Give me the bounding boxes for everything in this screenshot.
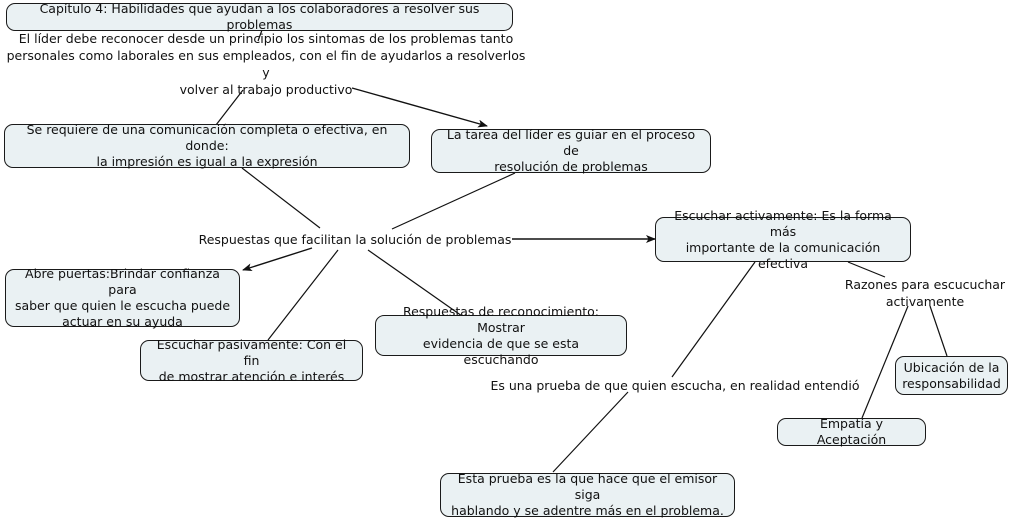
node-responsibility[interactable]: Ubicación de la responsabilidad (895, 356, 1008, 395)
node-reasons[interactable]: Razones para escucuchar activamente (840, 276, 1010, 310)
node-passive-listening[interactable]: Escuchar pasivamente: Con el fin de most… (140, 337, 363, 384)
node-facilitating-answers[interactable]: Respuestas que facilitan la solución de … (197, 229, 513, 249)
node-facilitating-answers-text: Respuestas que facilitan la solución de … (198, 231, 512, 247)
edge-proof-to-proof-effect (552, 391, 629, 473)
node-active-listening-text: Escuchar activamente: Es la forma más im… (674, 207, 892, 271)
edge-leader-task-to-facilitating-answers (391, 172, 516, 230)
node-passive-listening-text: Escuchar pasivamente: Con el fin de most… (156, 336, 347, 384)
node-proof-text: Es una prueba de que quien escucha, en r… (490, 377, 860, 393)
node-reasons-text: Razones para escucuchar activamente (844, 277, 1006, 309)
edge-reasons-to-responsibility (929, 305, 948, 357)
node-communication[interactable]: Se requiere de una comunicación completa… (4, 122, 410, 169)
node-responsibility-text: Ubicación de la responsabilidad (902, 359, 1001, 391)
edge-communication-to-facilitating-answers (241, 167, 321, 229)
node-empathy-text: Empatía y Aceptación (816, 416, 887, 447)
node-leader-recognize[interactable]: El líder debe reconocer desde un princip… (6, 31, 526, 97)
node-chapter-text: Capítulo 4: Habilidades que ayudan a los… (39, 1, 480, 32)
node-acknowledgement-answers-text: Respuestas de reconocimiento: Mostrar ev… (402, 303, 600, 367)
edge-active-listening-to-proof (671, 261, 756, 378)
node-leader-task[interactable]: La tarea del líder es guiar en el proces… (431, 127, 711, 174)
node-open-doors-text: Abre puertas:Brindar confianza para sabe… (14, 266, 231, 329)
node-open-doors[interactable]: Abre puertas:Brindar confianza para sabe… (5, 266, 240, 329)
node-proof[interactable]: Es una prueba de que quien escucha, en r… (490, 375, 860, 395)
node-acknowledgement-answers[interactable]: Respuestas de reconocimiento: Mostrar ev… (375, 304, 627, 367)
node-communication-text: Se requiere de una comunicación completa… (26, 122, 388, 169)
node-active-listening[interactable]: Escuchar activamente: Es la forma más im… (655, 208, 911, 271)
node-proof-effect-text: Esta prueba es la que hace que el emisor… (451, 471, 724, 518)
edge-facilitating-answers-to-passive-listening (267, 249, 339, 341)
node-proof-effect[interactable]: Esta prueba es la que hace que el emisor… (440, 471, 735, 518)
node-leader-recognize-text: El líder debe reconocer desde un princip… (6, 31, 526, 97)
edge-facilitating-answers-to-open-doors (242, 247, 313, 272)
node-leader-task-text: La tarea del líder es guiar en el proces… (446, 127, 696, 174)
node-empathy[interactable]: Empatía y Aceptación (777, 416, 926, 447)
node-chapter[interactable]: Capítulo 4: Habilidades que ayudan a los… (6, 1, 513, 32)
